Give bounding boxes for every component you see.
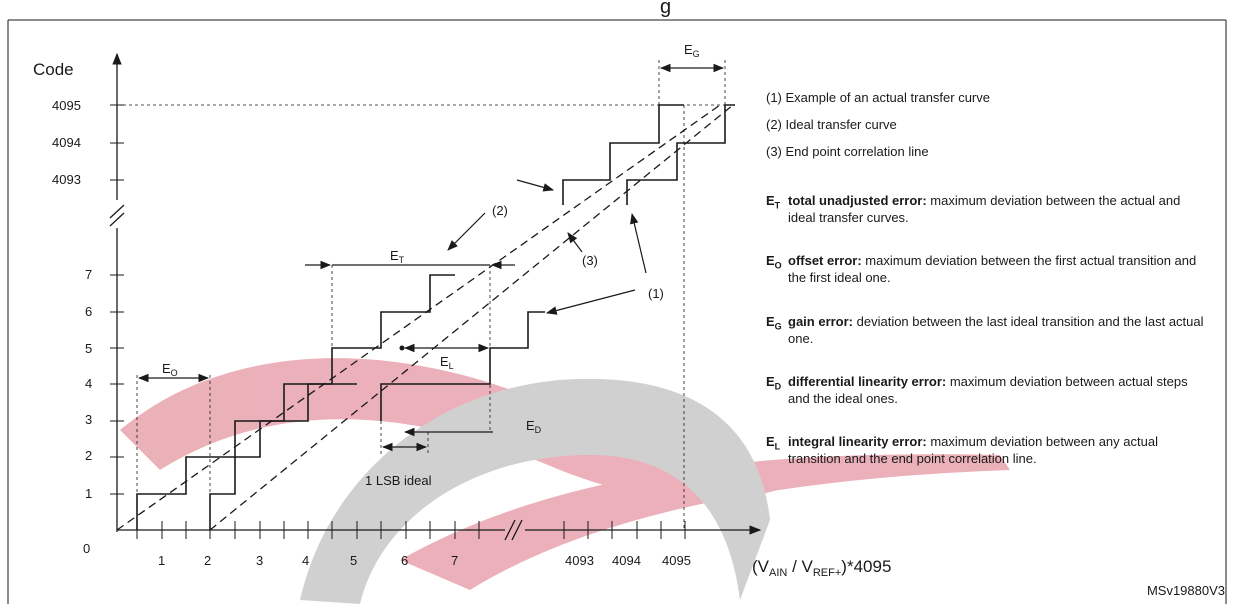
label-el: EL [440,354,454,371]
ideal-transfer-line [116,104,721,531]
y-tick-1: 1 [85,486,92,501]
y-tick-3: 3 [85,412,92,427]
reference-id: MSv19880V3 [1146,583,1225,598]
dimension-arrows [137,63,725,452]
x-tick-4: 4 [302,553,309,568]
y-tick-7: 7 [85,267,92,282]
pointer-3 [567,232,583,253]
guide-lines [117,60,735,530]
label-curve-1: (1) [648,286,664,301]
x-tick-7: 7 [451,553,458,568]
x-tick-labels: 1 2 3 4 5 6 7 4093 4094 4095 [158,553,691,568]
ideal-and-endpoint-lines [116,104,734,531]
legend-item-endpoint: (3) End point correlation line [766,144,929,159]
x-tick-2: 2 [204,553,211,568]
y-tick-4: 4 [85,376,92,391]
label-eg: EG [684,42,700,59]
label-lsb: 1 LSB ideal [365,473,432,488]
legend-item-actual: (1) Example of an actual transfer curve [766,90,990,105]
label-et: ET [390,248,405,265]
y-axis-label: Code [33,60,74,79]
label-ed: ED [526,418,542,435]
y-axis: Code [33,52,125,532]
x-axis: (VAIN / VREF+)*4095 [117,519,891,579]
x-tick-1: 1 [158,553,165,568]
annotation-labels: EG EO ET EL ED (2) (3) (1) 1 LSB ideal [162,42,700,488]
y-tick-marks [110,104,124,495]
el-point [399,345,405,351]
pointer-1b [545,289,636,315]
x-axis-label: (VAIN / VREF+)*4095 [752,557,891,579]
header-fragment: g [660,0,671,18]
end-point-correlation-line [209,104,734,531]
pointer-2b [447,212,486,251]
y-tick-labels: 0 1 2 3 4 5 6 7 4093 4094 4095 [52,98,92,556]
legend-item-ideal: (2) Ideal transfer curve [766,117,897,132]
y-tick-4093: 4093 [52,172,81,187]
y-axis-break [109,204,125,219]
x-tick-3: 3 [256,553,263,568]
y-tick-origin: 0 [83,541,90,556]
x-tick-6: 6 [401,553,408,568]
y-tick-4094: 4094 [52,135,81,150]
watermark [120,358,1010,604]
x-tick-4093: 4093 [565,553,594,568]
y-tick-4095: 4095 [52,98,81,113]
pointer-2a [516,179,555,192]
watermark-gray-swoosh [300,378,770,604]
x-tick-5: 5 [350,553,357,568]
y-tick-6: 6 [85,304,92,319]
label-curve-2: (2) [492,203,508,218]
y-tick-5: 5 [85,341,92,356]
x-tick-4095: 4095 [662,553,691,568]
x-axis-break [504,519,516,541]
y-tick-2: 2 [85,448,92,463]
label-eo: EO [162,361,178,378]
label-curve-3: (3) [582,253,598,268]
pointer-1a [630,212,647,274]
x-tick-4094: 4094 [612,553,641,568]
